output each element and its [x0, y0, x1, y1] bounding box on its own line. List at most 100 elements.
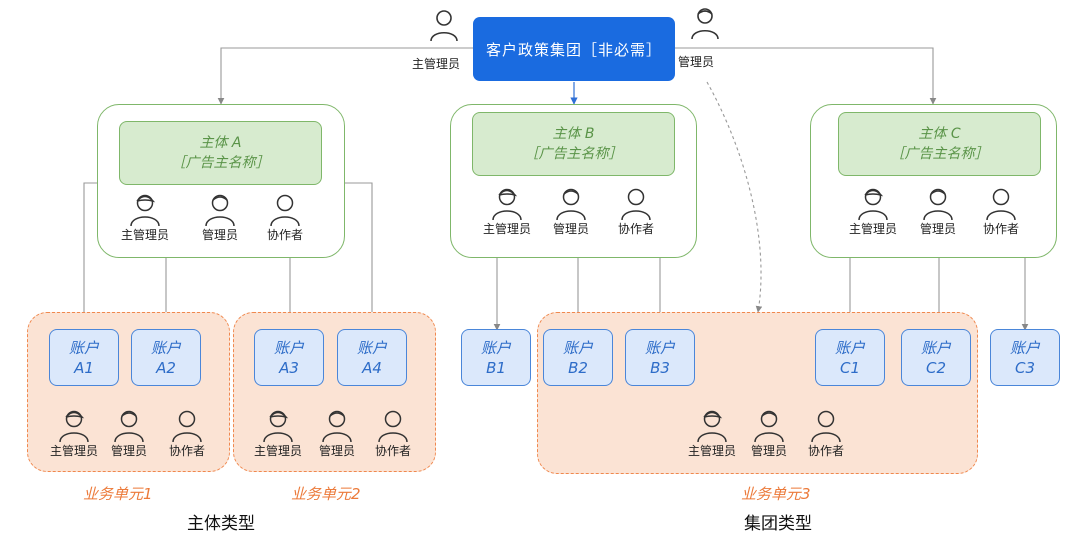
unit-2-collaborator-label: 协作者 [375, 444, 412, 458]
unit-3-admin-person [752, 408, 786, 446]
account-b3[interactable]: 账户 B3 [625, 329, 695, 386]
account-id: B3 [650, 358, 670, 377]
person-icon [270, 194, 300, 227]
unit-2-collaborator-person [376, 408, 410, 446]
person-icon [172, 410, 202, 443]
entity-a-collaborator-person [268, 192, 302, 230]
entity-a-admin-label: 管理员 [202, 228, 239, 242]
account-label: 账户 [273, 338, 304, 357]
unit-2-admin-person [320, 408, 354, 446]
account-c2[interactable]: 账户 C2 [901, 329, 971, 386]
unit-2-main-admin-label: 主管理员 [254, 444, 303, 458]
entity-type-label: 主体类型 [187, 514, 255, 534]
top-main-admin-label: 主管理员 [412, 57, 461, 71]
account-a4[interactable]: 账户 A4 [337, 329, 407, 386]
person-icon [263, 410, 293, 443]
person-icon [697, 410, 727, 443]
account-label: 账户 [644, 338, 675, 357]
link-top-entity-a [217, 47, 473, 105]
person-icon [430, 10, 458, 42]
unit-1-collaborator-label: 协作者 [169, 444, 206, 458]
account-label: 账户 [1009, 338, 1040, 357]
link-top-unit3 [706, 81, 763, 313]
policy-group-node: 客户政策集团［非必需］ [473, 17, 675, 81]
entity-b-header: 主体 B ［广告主名称］ [472, 112, 675, 176]
account-id: A4 [362, 358, 382, 377]
person-icon [556, 188, 586, 221]
top-main-admin-person [422, 8, 466, 58]
unit-2-main-admin-person [261, 408, 295, 446]
account-label: 账户 [356, 338, 387, 357]
unit-3-collaborator-label: 协作者 [808, 444, 845, 458]
entity-c-subtitle: ［广告主名称］ [890, 146, 989, 162]
account-a3[interactable]: 账户 A3 [254, 329, 324, 386]
unit-3-main-admin-label: 主管理员 [688, 444, 737, 458]
entity-a-main-admin-person [128, 192, 162, 230]
entity-a-header: 主体 A ［广告主名称］ [119, 121, 322, 185]
entity-b-collaborator-label: 协作者 [618, 222, 655, 236]
account-a1[interactable]: 账户 A1 [49, 329, 119, 386]
account-b1[interactable]: 账户 B1 [461, 329, 531, 386]
entity-c-main-admin-person [856, 186, 890, 224]
unit-2-admin-label: 管理员 [319, 444, 356, 458]
unit-3-main-admin-person [695, 408, 729, 446]
person-icon [378, 410, 408, 443]
person-icon [130, 194, 160, 227]
business-unit-2-label: 业务单元2 [291, 485, 361, 503]
entity-a-collaborator-label: 协作者 [267, 228, 304, 242]
policy-group-label: 客户政策集团［非必需］ [485, 40, 662, 59]
account-label: 账户 [920, 338, 951, 357]
person-icon [621, 188, 651, 221]
unit-1-main-admin-person [57, 408, 91, 446]
entity-a-title: 主体 A [199, 135, 242, 151]
entity-a-subtitle: ［广告主名称］ [171, 155, 270, 171]
link-a-a4 [345, 182, 376, 331]
top-admin-label: 管理员 [678, 55, 715, 69]
entity-c-admin-person [921, 186, 955, 224]
person-icon [322, 410, 352, 443]
unit-1-collaborator-person [170, 408, 204, 446]
unit-3-collaborator-person [809, 408, 843, 446]
business-unit-1-label: 业务单元1 [83, 485, 153, 503]
person-icon [923, 188, 953, 221]
unit-1-main-admin-label: 主管理员 [50, 444, 99, 458]
business-unit-3-label: 业务单元3 [741, 485, 811, 503]
account-b2[interactable]: 账户 B2 [543, 329, 613, 386]
entity-b-main-admin-person [490, 186, 524, 224]
unit-1-admin-label: 管理员 [111, 444, 148, 458]
person-icon [858, 188, 888, 221]
person-icon [492, 188, 522, 221]
entity-c-header: 主体 C ［广告主名称］ [838, 112, 1041, 176]
entity-c-collaborator-label: 协作者 [983, 222, 1020, 236]
person-icon [691, 8, 719, 40]
entity-b-collaborator-person [619, 186, 653, 224]
person-icon [59, 410, 89, 443]
person-icon [754, 410, 784, 443]
entity-c-collaborator-person [984, 186, 1018, 224]
account-id: C3 [1014, 358, 1036, 377]
account-a2[interactable]: 账户 A2 [131, 329, 201, 386]
account-id: B1 [486, 358, 506, 377]
account-label: 账户 [562, 338, 593, 357]
entity-a-main-admin-label: 主管理员 [121, 228, 170, 242]
account-c3[interactable]: 账户 C3 [990, 329, 1060, 386]
account-id: A1 [74, 358, 94, 377]
person-icon [114, 410, 144, 443]
person-icon [205, 194, 235, 227]
account-label: 账户 [68, 338, 99, 357]
entity-b-title: 主体 B [552, 126, 595, 142]
entity-b-subtitle: ［广告主名称］ [524, 146, 623, 162]
link-a-a1 [80, 182, 97, 331]
entity-c-title: 主体 C [918, 126, 961, 142]
unit-3-admin-label: 管理员 [751, 444, 788, 458]
entity-c-main-admin-label: 主管理员 [849, 222, 898, 236]
account-c1[interactable]: 账户 C1 [815, 329, 885, 386]
person-icon [986, 188, 1016, 221]
top-admin-person [683, 6, 727, 56]
account-label: 账户 [480, 338, 511, 357]
entity-c-admin-label: 管理员 [920, 222, 957, 236]
entity-b-main-admin-label: 主管理员 [483, 222, 532, 236]
entity-b-admin-person [554, 186, 588, 224]
